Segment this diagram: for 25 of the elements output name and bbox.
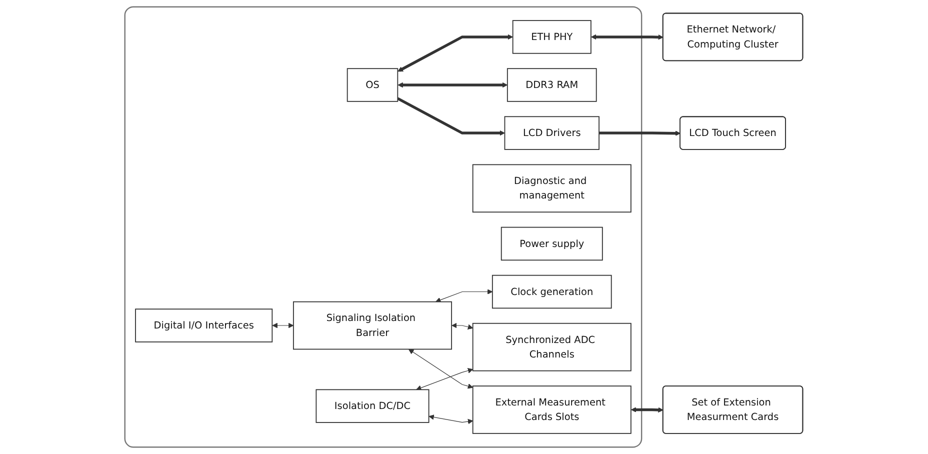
arrow bbox=[398, 34, 514, 72]
arrow bbox=[416, 368, 474, 390]
arrow bbox=[599, 130, 681, 136]
arrow bbox=[397, 97, 506, 136]
node-box: LCD Drivers bbox=[504, 116, 600, 150]
node-box: Isolation DC/DC bbox=[316, 389, 430, 423]
node-box: Power supply bbox=[501, 226, 604, 261]
node-box: DDR3 RAM bbox=[507, 68, 598, 102]
arrow bbox=[272, 322, 294, 328]
node-box: Clock generation bbox=[492, 274, 612, 309]
arrow bbox=[436, 289, 493, 302]
arrow bbox=[429, 414, 474, 424]
node-box: ETH PHY bbox=[512, 20, 592, 54]
arrow bbox=[591, 34, 664, 40]
node-box: Synchronized ADC Channels bbox=[472, 322, 632, 372]
arrow bbox=[408, 349, 474, 389]
node-box: Signaling Isolation Barrier bbox=[293, 301, 452, 350]
arrow bbox=[631, 407, 664, 413]
cluster bbox=[124, 6, 642, 448]
node-box: OS bbox=[347, 68, 398, 102]
node-box: Diagnostic and management bbox=[472, 164, 632, 213]
arrow bbox=[398, 82, 508, 88]
node-box: External Measurement Cards Slots bbox=[472, 386, 632, 434]
arrow bbox=[452, 322, 474, 330]
node-box: Digital I/O Interfaces bbox=[135, 308, 273, 342]
